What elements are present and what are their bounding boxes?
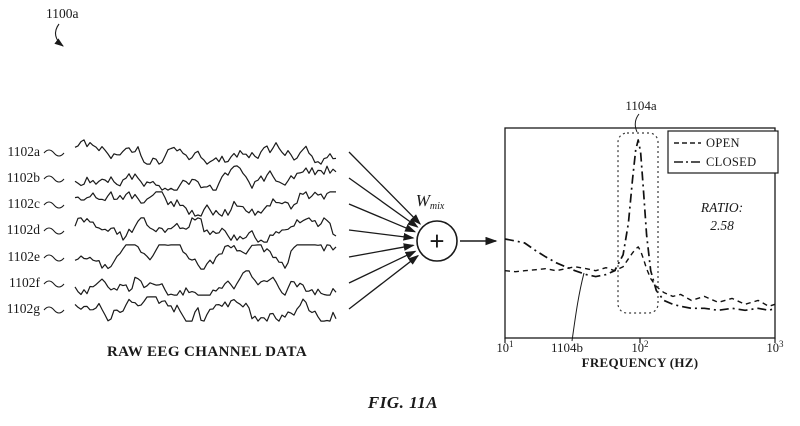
eeg-trace xyxy=(74,165,337,191)
trace-ref-leader xyxy=(571,272,585,342)
label-leader-squiggle xyxy=(43,201,65,209)
eeg-title: RAW EEG CHANNEL DATA xyxy=(107,344,307,360)
eeg-trace xyxy=(74,270,337,296)
label-leader-squiggle xyxy=(43,306,65,314)
legend: OPEN CLOSED xyxy=(667,130,779,174)
figure-ref-label: 1100a xyxy=(46,6,79,21)
mixer-weight-subscript: mix xyxy=(430,201,445,212)
eeg-trace-group xyxy=(43,139,337,322)
eeg-trace xyxy=(74,191,336,217)
eeg-channel-label: 1102b xyxy=(7,170,40,185)
peak-ref-leader xyxy=(634,113,640,133)
x-axis-label: FREQUENCY (HZ) xyxy=(582,355,699,370)
spectrum-series-open xyxy=(504,246,776,307)
x-tick-10e1: 101 xyxy=(497,339,514,355)
x-tick-10e2: 102 xyxy=(632,339,649,355)
figure-caption: FIG. 11A xyxy=(367,393,438,412)
mix-input-arrow xyxy=(348,254,420,310)
mix-input-arrow xyxy=(348,229,415,241)
tick-exponent: 3 xyxy=(779,339,784,349)
label-leader-squiggle xyxy=(43,280,65,288)
label-leader-squiggle xyxy=(43,149,65,157)
eeg-channel-label: 1102e xyxy=(8,249,41,264)
summation-circle xyxy=(416,220,458,262)
label-leader-squiggle xyxy=(43,227,65,235)
ratio-value: 2.58 xyxy=(710,218,734,233)
spectrum-series-closed xyxy=(504,139,776,312)
eeg-trace xyxy=(74,244,337,270)
eeg-channel-labels: 1102a 1102b 1102c 1102d 1102e 1102f 1102… xyxy=(7,144,41,316)
mixer-weight-label: Wmix xyxy=(416,191,445,212)
x-tick-10e3: 103 xyxy=(767,339,785,355)
eeg-trace xyxy=(74,217,337,243)
eeg-channel-label: 1102d xyxy=(7,222,40,237)
tick-base: 10 xyxy=(497,341,510,355)
eeg-trace xyxy=(74,139,337,165)
peak-ref-label: 1104a xyxy=(625,98,657,113)
mix-input-arrow xyxy=(348,177,419,228)
eeg-channel-label: 1102g xyxy=(7,301,40,316)
tick-exponent: 1 xyxy=(509,339,514,349)
spectrum-curves xyxy=(504,139,776,312)
mix-input-arrow xyxy=(348,250,417,284)
label-leader-squiggle xyxy=(43,175,65,183)
mix-input-arrow xyxy=(348,243,415,258)
tick-base: 10 xyxy=(767,341,780,355)
label-leader-squiggle xyxy=(43,254,65,262)
legend-label-closed: CLOSED xyxy=(706,155,756,169)
peak-highlight-box xyxy=(617,132,659,314)
eeg-channel-label: 1102f xyxy=(9,275,40,290)
legend-label-open: OPEN xyxy=(706,136,740,150)
eeg-channel-label: 1102c xyxy=(8,196,41,211)
mix-input-arrow xyxy=(348,151,422,225)
eeg-channel-label: 1102a xyxy=(8,144,41,159)
tick-exponent: 2 xyxy=(644,339,649,349)
legend-box xyxy=(667,130,779,174)
mix-arrow-group xyxy=(348,151,422,310)
ratio-label: RATIO: xyxy=(700,200,743,215)
eeg-trace xyxy=(74,296,337,322)
spectrum-plot: OPEN CLOSED 1104a RATIO: 2.58 1104b 101 … xyxy=(497,98,785,370)
mix-input-arrow xyxy=(348,203,417,233)
trace-ref-label: 1104b xyxy=(551,340,583,355)
mixer-weight-symbol: W xyxy=(416,191,432,210)
figure-ref-arrow xyxy=(54,23,64,47)
tick-base: 10 xyxy=(632,341,645,355)
summation-operator: + xyxy=(429,226,444,256)
